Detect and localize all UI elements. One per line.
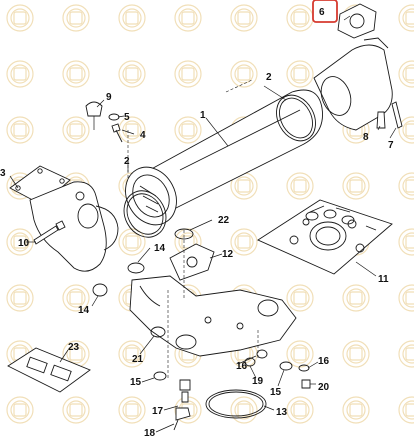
part-bolt-10 — [33, 220, 66, 245]
part-rear-elbow-housing — [313, 37, 393, 131]
callout-5: 5 — [124, 112, 130, 123]
part-oring-15a — [153, 371, 167, 381]
part-screw-4 — [111, 123, 123, 143]
part-front-elbow-housing — [29, 181, 119, 272]
part-oring-15b — [279, 361, 293, 371]
part-lower-housing — [129, 275, 297, 357]
callout-2: 2 — [124, 156, 130, 167]
part-flange-12 — [169, 243, 215, 281]
callout-19: 19 — [252, 376, 264, 387]
part-gasket-23 — [7, 347, 91, 393]
callout-21: 21 — [132, 354, 144, 365]
part-oring-22 — [174, 228, 194, 240]
part-oring-16b — [298, 364, 310, 372]
assembly-center-lines — [127, 79, 259, 380]
part-bolt-7 — [391, 101, 403, 129]
part-gasket-front — [123, 190, 167, 238]
callout-13: 13 — [276, 407, 288, 418]
part-oring-13 — [205, 389, 267, 419]
callout-6-highlight — [312, 0, 338, 23]
part-oring-21 — [150, 326, 166, 338]
part-plug-20 — [301, 379, 311, 389]
callout-11: 11 — [378, 274, 389, 285]
callout-15: 15 — [130, 377, 142, 388]
callout-8: 8 — [363, 132, 369, 143]
callout-18: 18 — [144, 428, 156, 439]
part-gasket-6 — [337, 3, 377, 39]
callout-2: 2 — [266, 72, 272, 83]
part-bolt-8 — [376, 111, 386, 129]
callout-9: 9 — [106, 92, 112, 103]
callout-14: 14 — [154, 243, 166, 254]
callout-22: 22 — [218, 215, 230, 226]
callout-3: 3 — [0, 168, 6, 179]
part-gasket-set-11 — [257, 199, 393, 275]
part-plug-9 — [85, 101, 103, 130]
callout-12: 12 — [222, 249, 234, 260]
callout-1: 1 — [200, 110, 206, 121]
callout-10: 10 — [18, 238, 30, 249]
part-oring-14a — [92, 283, 108, 297]
callout-6: 6 — [319, 7, 325, 18]
callout-14: 14 — [78, 305, 90, 316]
callout-15: 15 — [270, 387, 282, 398]
part-adapter-17 — [179, 379, 191, 403]
part-gasket-rear — [276, 94, 316, 142]
part-small-orings — [305, 209, 355, 225]
part-washer-5 — [108, 113, 120, 121]
callout-labels: 1 2 2 3 4 5 6 7 8 9 10 11 12 13 14 14 15… — [0, 7, 394, 439]
leader-lines — [9, 15, 397, 433]
callout-16: 16 — [318, 356, 330, 367]
part-oring-16a — [256, 349, 268, 359]
callout-7: 7 — [388, 140, 394, 151]
callout-4: 4 — [140, 130, 146, 141]
part-sensor-18 — [173, 407, 191, 431]
callout-16: 16 — [236, 361, 248, 372]
part-oring-14b — [127, 262, 145, 274]
callout-17: 17 — [152, 406, 164, 417]
callout-20: 20 — [318, 382, 330, 393]
callout-23: 23 — [68, 342, 80, 353]
